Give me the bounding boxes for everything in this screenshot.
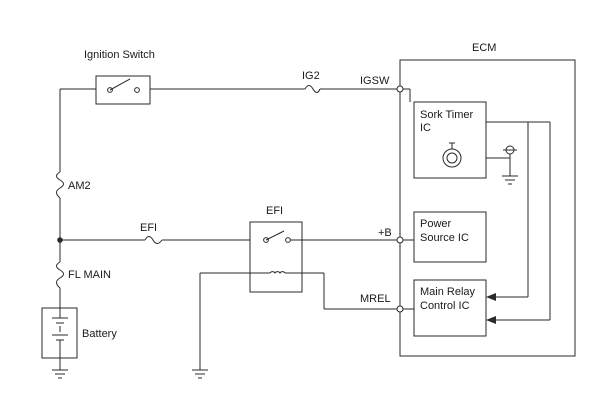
efi-relay-label: EFI (266, 205, 283, 217)
left-power-bus (59, 88, 96, 370)
battery-ground-icon (52, 369, 68, 379)
timer-ground-icon (502, 175, 518, 185)
sork-timer-label-2: IC (420, 122, 431, 134)
ecm-label: ECM (472, 42, 496, 54)
main-relay-label-2: Control IC (420, 300, 470, 312)
power-source-label-2: Source IC (420, 232, 469, 244)
am2-fuse (56, 171, 64, 199)
mrel-terminal (396, 305, 404, 313)
power-source-label-1: Power (420, 218, 452, 230)
power-source-ic (413, 211, 487, 263)
battery-label: Battery (82, 328, 117, 340)
igsw-terminal (396, 85, 404, 93)
fl-main-fuse (56, 261, 64, 289)
plus-b-terminal (396, 236, 404, 244)
ecm-box (399, 59, 576, 357)
ig2-label: IG2 (302, 70, 320, 82)
efi-relay (249, 221, 303, 293)
sensor-icon (503, 145, 517, 159)
efi-fuse (144, 236, 163, 244)
igsw-label: IGSW (360, 75, 390, 87)
ignition-switch-label: Ignition Switch (84, 49, 155, 61)
battery (41, 307, 78, 359)
relay-ground-icon (192, 369, 208, 379)
mrel-label: MREL (360, 293, 391, 305)
main-relay-label-1: Main Relay (420, 286, 476, 298)
sork-timer-label-1: Sork Timer (420, 109, 474, 121)
efi-fuse-label: EFI (140, 222, 157, 234)
ignition-switch (95, 75, 151, 105)
fl-main-label: FL MAIN (68, 269, 111, 281)
ig2-fuse (304, 85, 321, 93)
am2-label: AM2 (68, 180, 91, 192)
main-relay-control-ic (413, 279, 487, 337)
plus-b-label: +B (378, 227, 392, 239)
sork-timer-ic (413, 101, 487, 179)
